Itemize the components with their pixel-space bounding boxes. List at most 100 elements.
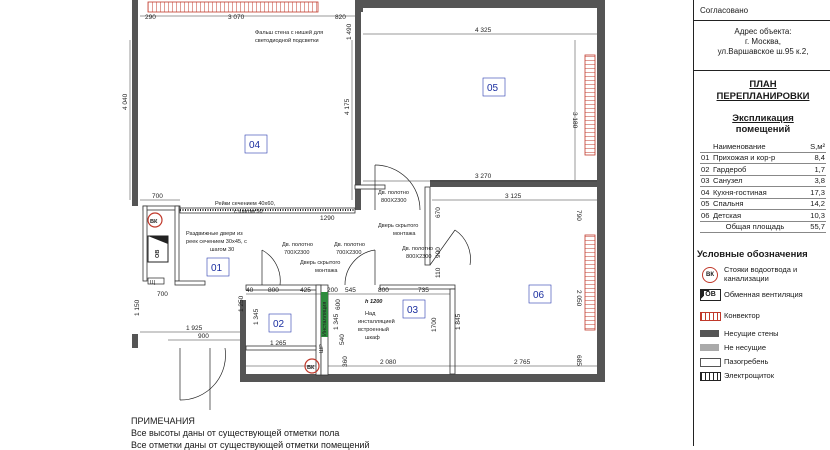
address-street: ул.Варшавское ш.95 к.2,: [717, 47, 809, 56]
explication-title-1: Экспликация: [732, 113, 794, 124]
svg-text:1 345: 1 345: [333, 313, 340, 330]
floor-plan: 04 05 01 02 03 06 290 3 070 820 4 325 4 …: [122, 0, 605, 410]
svg-text:40: 40: [246, 287, 254, 294]
notes-line-2: Все отметки даны от существующей отметки…: [131, 440, 370, 450]
plan-title-1: ПЛАН: [749, 79, 777, 90]
table-header: Наименование S,м²: [700, 141, 826, 153]
svg-text:с шагом 50: с шагом 50: [234, 209, 263, 215]
total-label: Общая площадь: [712, 221, 798, 233]
ov-icon: ОВ: [700, 289, 721, 301]
svg-text:700: 700: [152, 193, 163, 200]
col-area: S,м²: [798, 141, 826, 153]
svg-text:2 765: 2 765: [514, 359, 531, 366]
svg-text:425: 425: [300, 287, 311, 294]
svg-text:1 250: 1 250: [238, 295, 245, 312]
svg-text:700Х2300: 700Х2300: [336, 250, 362, 256]
svg-text:110: 110: [435, 267, 442, 278]
svg-text:545: 545: [345, 287, 356, 294]
svg-text:200: 200: [327, 287, 338, 294]
plan-title-2: ПЕРЕПЛАНИРОВКИ: [716, 91, 810, 102]
svg-text:700: 700: [157, 291, 168, 298]
svg-text:3 180: 3 180: [571, 112, 578, 129]
room-labels: 04 05 01 02 03 06: [206, 77, 552, 333]
svg-text:360: 360: [342, 356, 349, 367]
svg-text:1 490: 1 490: [346, 23, 353, 40]
dimension-lines: [129, 15, 597, 367]
svg-text:монтажа: монтажа: [315, 268, 338, 274]
svg-text:735: 735: [418, 287, 429, 294]
svg-text:3 125: 3 125: [505, 193, 522, 200]
agreed-label: Согласовано: [700, 6, 749, 15]
svg-text:реек сечением 30х45, с: реек сечением 30х45, с: [186, 239, 247, 245]
explication-title-2: помещений: [735, 124, 791, 135]
svg-text:1 345: 1 345: [253, 308, 260, 325]
col-name: Наименование: [712, 141, 798, 153]
svg-text:встроенный: встроенный: [358, 326, 389, 333]
title-panel: [693, 0, 830, 446]
svg-text:670: 670: [435, 207, 442, 218]
svg-text:Дв. полотно: Дв. полотно: [378, 190, 409, 196]
svg-text:4 325: 4 325: [475, 27, 492, 34]
svg-text:монтажа: монтажа: [393, 231, 416, 237]
room-04: 04: [249, 140, 261, 151]
svg-text:2 050: 2 050: [575, 290, 582, 307]
doors: [179, 164, 471, 410]
convectors: [147, 1, 596, 331]
svg-text:800Х2300: 800Х2300: [381, 198, 407, 204]
svg-text:820: 820: [335, 14, 346, 21]
notes-line-1: Все высоты даны от существующей отметки …: [131, 428, 340, 438]
svg-text:1 845: 1 845: [455, 313, 462, 330]
svg-text:790: 790: [575, 210, 582, 221]
svg-text:1290: 1290: [320, 215, 335, 222]
nonbearing-wall-icon: [700, 344, 719, 351]
svg-text:800: 800: [378, 287, 389, 294]
room-01: 01: [211, 263, 223, 274]
svg-text:Дв. полотно: Дв. полотно: [334, 242, 365, 248]
vk-icon: ВК: [702, 267, 718, 283]
svg-text:ВК: ВК: [150, 219, 158, 225]
svg-text:1700: 1700: [431, 317, 438, 332]
svg-text:Дв. полотно: Дв. полотно: [402, 246, 433, 252]
svg-text:Дв. полотно: Дв. полотно: [282, 242, 313, 248]
legend-title: Условные обозначения: [697, 249, 808, 260]
svg-text:инсталляцией: инсталляцией: [358, 318, 395, 325]
svg-text:290: 290: [145, 14, 156, 21]
svg-text:1 265: 1 265: [270, 340, 287, 347]
svg-text:800Х2300: 800Х2300: [406, 254, 432, 260]
svg-text:h 1200: h 1200: [365, 299, 383, 305]
svg-text:светодиодной подсветки: светодиодной подсветки: [255, 37, 319, 44]
room-06: 06: [533, 290, 545, 301]
svg-text:ОВ: ОВ: [155, 250, 161, 258]
room-02: 02: [273, 319, 285, 330]
svg-text:Дверь скрытого: Дверь скрытого: [300, 260, 340, 266]
room-03: 03: [407, 305, 419, 316]
svg-text:шкаф: шкаф: [365, 335, 380, 341]
svg-text:4 175: 4 175: [344, 98, 351, 115]
svg-text:Фальш стена с нишей для: Фальш стена с нишей для: [255, 29, 323, 36]
plan-symbols: ВК ОВ ВК Щ: [147, 212, 320, 374]
shield-icon: [700, 372, 721, 381]
svg-text:Рейки сечением 40х60,: Рейки сечением 40х60,: [215, 200, 276, 207]
bearing-wall-icon: [700, 330, 719, 337]
svg-text:700Х2300: 700Х2300: [284, 250, 310, 256]
address-city: г. Москва,: [745, 37, 781, 46]
groove-wall-icon: [700, 358, 721, 367]
svg-text:шагом 30: шагом 30: [210, 247, 234, 253]
svg-text:600: 600: [335, 299, 342, 310]
svg-text:Дверь скрытого: Дверь скрытого: [378, 223, 418, 229]
svg-text:Над: Над: [365, 311, 376, 317]
svg-text:Инсталляция: Инсталляция: [322, 302, 328, 336]
address-label: Адрес объекта:: [734, 27, 792, 36]
svg-text:1 150: 1 150: [134, 299, 141, 316]
svg-text:3 270: 3 270: [475, 173, 492, 180]
dimension-labels: 290 3 070 820 4 325 4 040 4 175 1 490 3 …: [122, 14, 582, 367]
svg-text:1 925: 1 925: [186, 325, 203, 332]
legend-vk: ВК Стояки водоотвода и канализации: [700, 265, 828, 283]
convector-icon: [700, 312, 721, 321]
svg-text:4 040: 4 040: [122, 93, 129, 110]
svg-text:540: 540: [339, 334, 346, 345]
